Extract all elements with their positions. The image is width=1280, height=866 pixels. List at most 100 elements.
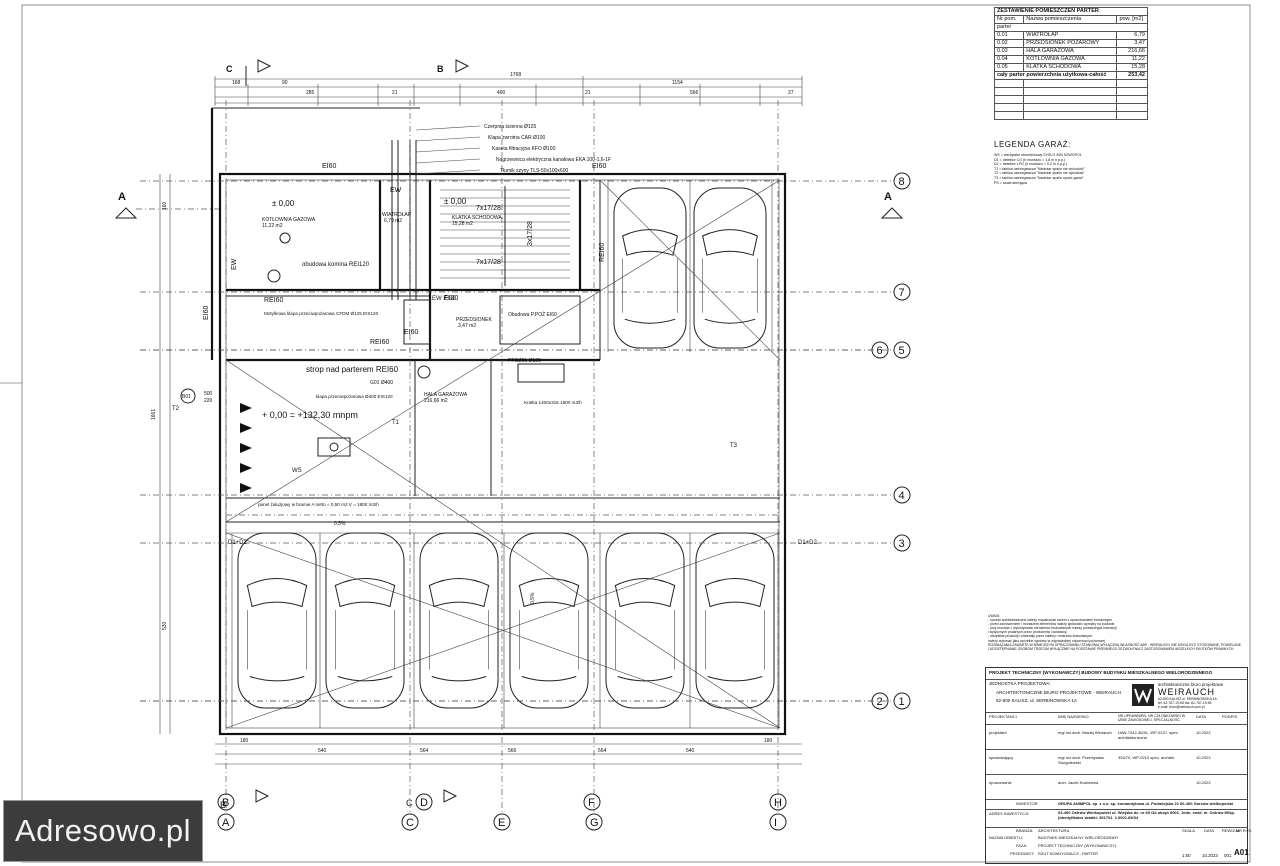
gate-arrows [240,403,252,493]
dim-f: 21 [585,90,591,96]
g01-label: G01 Ø400 [370,380,393,386]
grid-bubble-8 [893,172,911,190]
dim-c: 285 [306,90,315,96]
svg-text:180: 180 [764,738,773,744]
col-signature: PODPIS [1222,714,1238,719]
main-level-label: + 0,00 = +132,30 mnpm [262,410,358,420]
fire-class-11: EW EI30 [432,296,456,302]
note-line: - przy montażu i wykonywaniu elementów b… [988,626,1117,631]
dim-g: 566 [690,90,699,96]
fire-class-8: REI60 [370,339,390,346]
grid-label-1: 1 [899,696,905,708]
equipment-callout: Kaseta filtracyjna KFO Ø100 [492,146,556,152]
drawing-label: PRZEDMIOT: [1010,851,1035,856]
room-boiler: KOTŁOWNIA GAZOWA [262,217,316,223]
legend-item: T1 = tablica ostrzegawcza "Nadmiar spali… [994,166,1085,171]
section-marker-a-left: A [114,191,220,219]
dim-h: 27 [788,90,794,96]
sheet-frame [21,4,1251,863]
col-header-name: Nazwa pomieszczenia [1023,15,1118,24]
revision-value: 001 [1224,853,1232,858]
svg-text:B01: B01 [182,394,191,400]
section-marker-a-right: A [880,191,904,219]
damper-label: klapa przeciwpożarowa Ø400 EIS120 [316,394,393,399]
equipment-callout: Klapa zwrotna CAR Ø100 [488,135,545,141]
room-number: 0.02 [993,39,1025,48]
total-value: 253,42 [1116,71,1148,80]
date-label: DATA [1204,828,1215,833]
svg-text:C: C [406,798,413,808]
fan-label: WS [292,468,302,474]
top-dimensions: 1768 1154 168 90 285 21 490 21 566 27 [214,72,803,106]
unit-label: JEDNOSTKA PROJEKTOWA: [989,681,1051,686]
grid-bubble-7 [893,283,911,301]
dim-a: 168 [232,80,241,86]
section-marker-c-bottom: C [406,789,458,808]
dim-right: 1154 [672,80,683,86]
legend-item: WS = wentylator strumieniowy SYSLO 30N S… [994,153,1082,157]
svg-text:B: B [220,800,226,810]
person-date: 10.2023 [1196,730,1211,735]
grid-label-4: 4 [899,490,905,502]
boiler-symbol [279,232,291,244]
grid-bubble-G [585,813,603,831]
car-top-2 [693,187,767,349]
scale-value: 1:50 [1182,853,1191,858]
slope-label-2: 0,5% [530,592,536,604]
grid-label-G: G [590,817,599,829]
sign-t3: T3 [730,443,738,449]
grid-label-6: 6 [877,345,883,357]
svg-text:C: C [226,64,233,74]
col-name: IMIĘ NAZWISKO [1058,714,1089,719]
fire-class-4: EW [231,258,238,270]
object-label: NAZWA OBIEKTU: [989,835,1023,840]
jet-fan-symbol [317,437,351,457]
grid-bubble-C [401,813,419,831]
room-schedule-title: ZESTAWIENIE POMIESZCZEŃ PARTER [994,7,1148,16]
legend-item: T2 = tablica ostrzegawcza "Nadmiar spali… [994,171,1085,176]
person-licence: 393/70, WP-0210 spec. archtek. [1118,755,1176,760]
detector-label-left: D1+D2 [228,540,248,546]
car-bottom-3 [419,532,499,709]
phase-label: FAZA: [1016,843,1028,848]
dim-d: 21 [392,90,398,96]
adresowo-watermark[interactable]: Adresowo.pl [3,800,203,862]
legend-item: D1 = detektor CO (h montażu = 1,8 m n.p.… [994,157,1066,162]
note-line: i wytycznych podanych przez producenta i… [988,630,1067,635]
svg-text:566: 566 [508,748,517,754]
object-name: BUDYNEK MIESZKALNY WIELORODZINNY [1038,835,1119,840]
sheet-number: A01 [1234,848,1249,857]
room-area: 6,79 [1116,31,1148,40]
room-area: 11,22 [1116,55,1148,64]
chimney-label: obudowa komina REI120 [302,262,370,268]
garage-legend: LEGENDA GARAŻ: WS = wentylator strumieni… [994,140,1085,185]
room-area: 216,66 [1116,47,1148,56]
fire-class-7: EI60 [404,329,419,336]
col-header-number: Nr pom. [993,15,1025,24]
svg-text:530: 530 [162,621,168,630]
svg-text:A: A [118,191,126,203]
person-name: mgr inż.arch. Przemysław Sturgolewski [1058,755,1104,765]
weirauch-logo-icon [1132,684,1154,706]
grid-bubble-5 [893,341,911,359]
fire-class-9: EI60 [203,305,210,320]
grid-bubble-A [217,813,235,831]
grid-label-8: 8 [899,176,905,188]
grid-bubble-F [583,793,601,811]
person-role: sprawdzający [989,755,1014,760]
grid-label-F: F [588,797,595,809]
room-staircase: KLATKA SCHODOWA [452,215,502,221]
car-bottom-6 [695,532,775,709]
phase: PROJEKT TECHNICZNY (WYKONAWCZY) [1038,843,1117,848]
investor-label: INWESTOR: [1016,801,1039,806]
section-parter: parter [994,23,1148,32]
address-label: ADRES INWESTYCJI: [989,811,1030,816]
fire-class-2: EI60 [592,163,607,170]
car-bottom-4 [509,532,589,709]
room-number: 0.03 [993,47,1025,56]
